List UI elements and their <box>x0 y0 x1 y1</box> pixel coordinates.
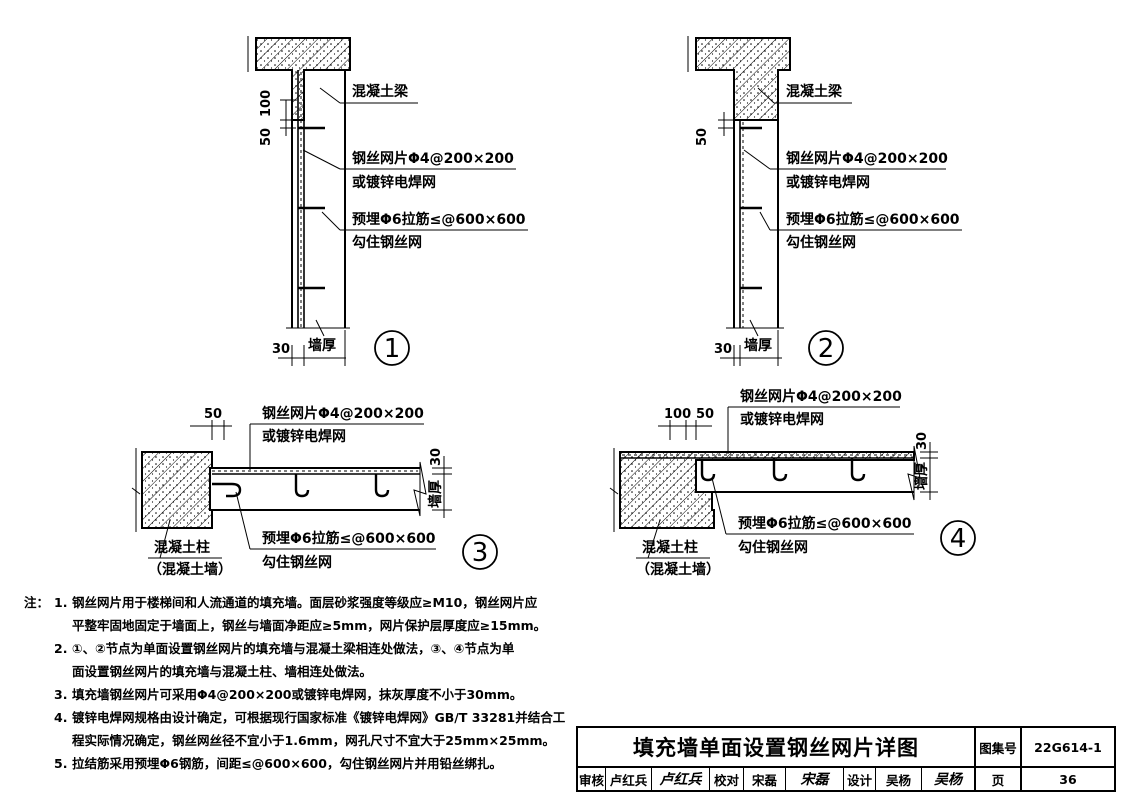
dim-100-d4: 100 <box>664 407 691 422</box>
note-text: 镀锌电焊网规格由设计确定，可根据现行国家标准《镀锌电焊网》GB/T 33281并… <box>72 710 566 725</box>
note-number: 4. <box>54 710 68 725</box>
detail-3: 50 30 墙厚 钢丝网片Φ4@200×200 或镀锌电焊网 预埋Φ6拉筋≤@6… <box>131 405 498 578</box>
dim-50-d4: 50 <box>696 407 714 422</box>
beam-label-d2: 混凝土梁 <box>786 83 843 100</box>
dim-30-d4: 30 <box>915 432 930 450</box>
page-label: 页 <box>976 768 1022 790</box>
tie-sub-label-d4: 勾住钢丝网 <box>738 539 808 556</box>
design-name: 吴杨 <box>876 768 922 790</box>
note-text: 面设置钢丝网片的填充墙与混凝土柱、墙相连处做法。 <box>72 664 373 679</box>
detail-4: 100 50 30 墙厚 钢丝网片Φ4@200×200 或镀锌电焊网 预埋Φ6拉… <box>609 388 976 578</box>
detail-2: 30 墙厚 50 混凝土梁 钢丝网片Φ4@200×200 或镀锌电焊网 预埋Φ6… <box>687 36 962 366</box>
mesh-alt-label-d1: 或镀锌电焊网 <box>352 174 436 191</box>
atlas-number: 22G614-1 <box>1022 728 1114 768</box>
check-signature: 宋磊 <box>786 768 844 790</box>
dim-30-d3: 30 <box>429 448 444 466</box>
tie-sub-label-d2: 勾住钢丝网 <box>786 234 856 251</box>
beam-label-d1: 混凝土梁 <box>352 83 409 100</box>
note-text: 钢丝网片用于楼梯间和人流通道的填充墙。面层砂浆强度等级应≥M10，钢丝网片应 <box>72 595 538 610</box>
notes-prefix: 注： <box>24 595 50 610</box>
page-number: 36 <box>1059 771 1077 787</box>
check-name: 宋磊 <box>744 768 786 790</box>
column-label-d3: 混凝土柱 <box>154 539 210 556</box>
note-number: 5. <box>54 756 68 771</box>
dim-30-d1: 30 <box>272 342 290 357</box>
dim-30-d2: 30 <box>714 342 732 357</box>
review-label: 审核 <box>578 768 606 790</box>
design-signature: 吴杨 <box>922 768 976 790</box>
note-text: 拉结筋采用预埋Φ6钢筋，间距≤@600×600，勾住钢丝网片并用铅丝绑扎。 <box>72 756 502 771</box>
check-label: 校对 <box>710 768 744 790</box>
detail-number-3: 3 <box>472 538 489 568</box>
detail-number-1: 1 <box>384 334 401 364</box>
wall-thickness-d4: 墙厚 <box>913 462 930 490</box>
atlas-label: 图集号 <box>976 728 1022 768</box>
detail-1: 30 墙厚 100 50 混凝土梁 钢丝网片Φ4@200×200 或镀锌电焊网 … <box>247 36 528 366</box>
notes-section: 注： 1. 钢丝网片用于楼梯间和人流通道的填充墙。面层砂浆强度等级应≥M10，钢… <box>24 591 644 775</box>
mesh-alt-label-d3: 或镀锌电焊网 <box>262 428 346 445</box>
note-number: 3. <box>54 687 68 702</box>
note-text: 填充墙钢丝网片可采用Φ4@200×200或镀锌电焊网，抹灰厚度不小于30mm。 <box>72 687 523 702</box>
tie-label-d1: 预埋Φ6拉筋≤@600×600 <box>352 211 526 228</box>
column-sub-label-d4: （混凝土墙） <box>636 561 720 578</box>
mesh-label-d1: 钢丝网片Φ4@200×200 <box>352 150 514 167</box>
design-label: 设计 <box>844 768 876 790</box>
tie-label-d4: 预埋Φ6拉筋≤@600×600 <box>738 515 912 532</box>
note-3: 3. 填充墙钢丝网片可采用Φ4@200×200或镀锌电焊网，抹灰厚度不小于30m… <box>24 683 644 706</box>
wall-thickness-d2: 墙厚 <box>744 337 772 354</box>
note-5: 5. 拉结筋采用预埋Φ6钢筋，间距≤@600×600，勾住钢丝网片并用铅丝绑扎。 <box>24 752 644 775</box>
note-4: 4. 镀锌电焊网规格由设计确定，可根据现行国家标准《镀锌电焊网》GB/T 332… <box>24 706 644 729</box>
mesh-alt-label-d2: 或镀锌电焊网 <box>786 174 870 191</box>
mesh-alt-label-d4: 或镀锌电焊网 <box>740 411 824 428</box>
note-text: 程实际情况确定，钢丝网丝径不宜小于1.6mm，网孔尺寸不宜大于25mm×25mm… <box>72 733 556 748</box>
tie-sub-label-d1: 勾住钢丝网 <box>352 234 422 251</box>
detail-number-4: 4 <box>950 524 967 554</box>
column-sub-label-d3: （混凝土墙） <box>148 561 232 578</box>
dim-100-d1: 100 <box>259 90 274 117</box>
dim-50-d2: 50 <box>695 128 710 146</box>
dim-50-d1: 50 <box>259 128 274 146</box>
note-text: ①、②节点为单面设置钢丝网片的填充墙与混凝土梁相连处做法，③、④节点为单 <box>72 641 515 656</box>
review-name: 卢红兵 <box>606 768 652 790</box>
note-2: 2. ①、②节点为单面设置钢丝网片的填充墙与混凝土梁相连处做法，③、④节点为单 <box>24 637 644 660</box>
review-signature: 卢红兵 <box>652 768 710 790</box>
mesh-label-d4: 钢丝网片Φ4@200×200 <box>740 388 902 405</box>
wall-thickness-d3: 墙厚 <box>427 480 444 508</box>
note-1: 注： 1. 钢丝网片用于楼梯间和人流通道的填充墙。面层砂浆强度等级应≥M10，钢… <box>24 591 644 614</box>
tie-label-d3: 预埋Φ6拉筋≤@600×600 <box>262 530 436 547</box>
detail-number-2: 2 <box>818 334 835 364</box>
title-block: 填充墙单面设置钢丝网片详图 图集号 22G614-1 审核 卢红兵 卢红兵 校对… <box>576 726 1116 792</box>
mesh-label-d2: 钢丝网片Φ4@200×200 <box>786 150 948 167</box>
note-number: 2. <box>54 641 68 656</box>
note-text: 平整牢固地固定于墙面上，钢丝与墙面净距应≥5mm，网片保护层厚度应≥15mm。 <box>72 618 547 633</box>
dim-50-d3: 50 <box>204 407 222 422</box>
tie-sub-label-d3: 勾住钢丝网 <box>262 554 332 571</box>
mesh-label-d3: 钢丝网片Φ4@200×200 <box>262 405 424 422</box>
tie-label-d2: 预埋Φ6拉筋≤@600×600 <box>786 211 960 228</box>
column-label-d4: 混凝土柱 <box>642 539 698 556</box>
wall-thickness-d1: 墙厚 <box>308 337 336 354</box>
note-number: 1. <box>54 595 68 610</box>
drawing-title: 填充墙单面设置钢丝网片详图 <box>578 728 976 768</box>
